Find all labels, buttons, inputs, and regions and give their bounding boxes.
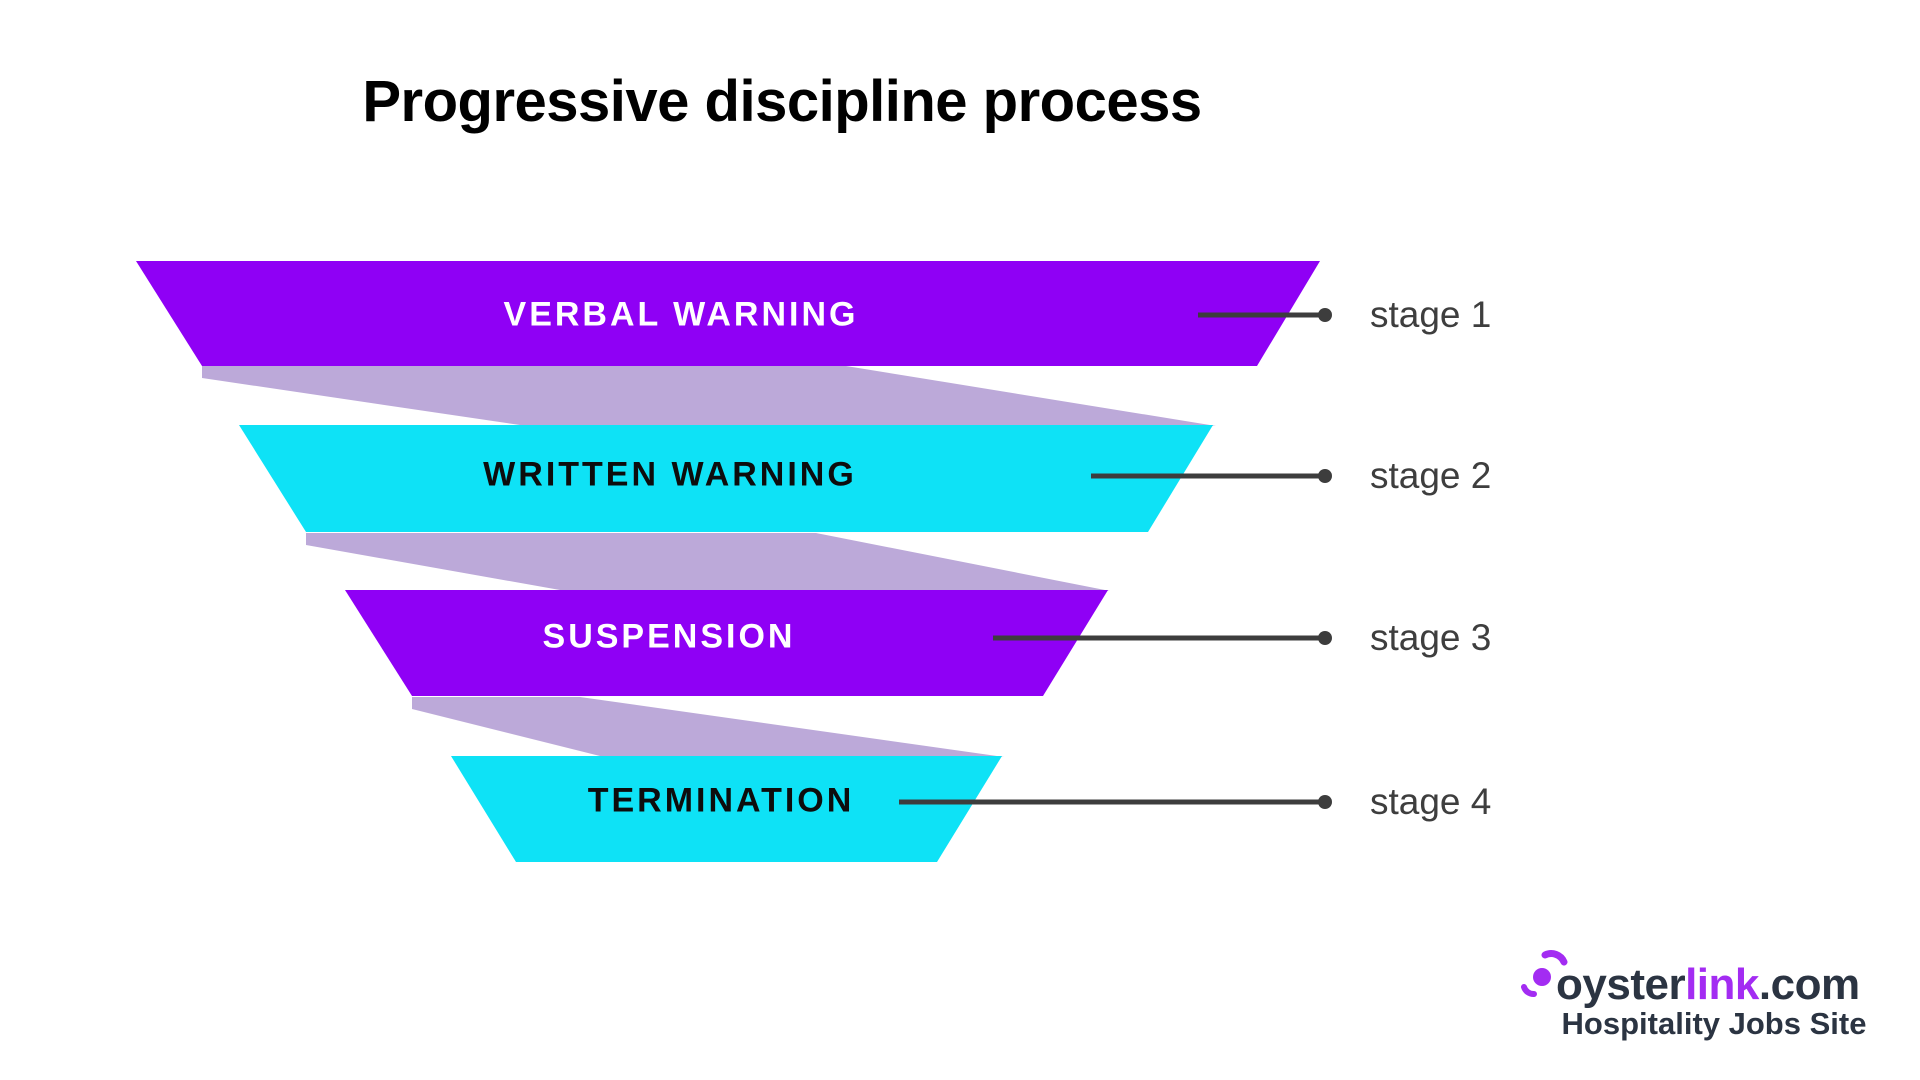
logo-word-oyster: oyster xyxy=(1556,960,1686,1009)
logo-word-link: link xyxy=(1685,960,1759,1009)
bar-label-suspension: SUSPENSION xyxy=(542,617,796,656)
stage-label-1: stage 1 xyxy=(1370,294,1492,335)
ribbon-connector-3 xyxy=(412,697,1004,757)
bar-label-written-warning: WRITTEN WARNING xyxy=(483,455,857,494)
pearl-arcs-icon xyxy=(1521,950,1568,997)
stage-label-4: stage 4 xyxy=(1370,781,1492,822)
stage-label-3: stage 3 xyxy=(1370,617,1492,658)
logo-word-com: .com xyxy=(1758,960,1860,1009)
logo-tagline: Hospitality Jobs Site xyxy=(1561,1006,1867,1041)
stage-2-connector-dot xyxy=(1318,469,1332,483)
funnel-bar-verbal-warning xyxy=(136,261,1320,366)
stage-4-connector-dot xyxy=(1318,795,1332,809)
funnel-bar-written-warning xyxy=(239,425,1213,532)
logo-wordmark: oysterlink.com xyxy=(1556,960,1860,1010)
page-title: Progressive discipline process xyxy=(362,69,1202,134)
ribbon-connector-2 xyxy=(306,533,1110,591)
stage-3-connector-dot xyxy=(1318,631,1332,645)
funnel-bar-suspension xyxy=(345,590,1108,696)
funnel-bar-termination xyxy=(451,756,1002,862)
bar-label-verbal-warning: VERBAL WARNING xyxy=(503,295,859,334)
ribbon-connector-1 xyxy=(202,366,1216,426)
stage-label-2: stage 2 xyxy=(1370,455,1492,496)
stage-1-connector-dot xyxy=(1318,308,1332,322)
bar-label-termination: TERMINATION xyxy=(587,781,855,820)
